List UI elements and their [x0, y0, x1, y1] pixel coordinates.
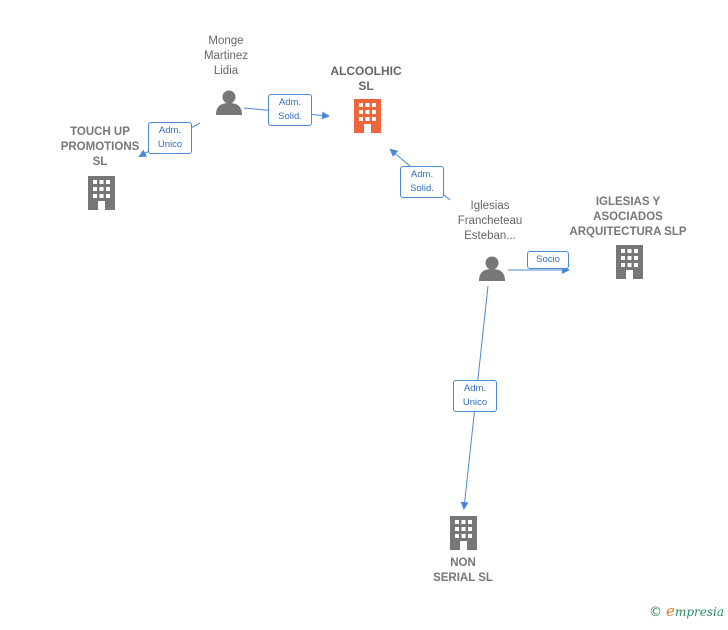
building-icon — [354, 99, 381, 133]
building-icon — [88, 176, 115, 210]
edge-label-iglesias-nonserial: Adm. Unico — [453, 380, 497, 412]
node-label-iglesias[interactable]: Iglesias Francheteau Esteban... — [457, 200, 523, 242]
person-icon — [216, 90, 242, 115]
empresia-logo[interactable]: ©empresia — [649, 602, 724, 620]
edge-label-iglesias-alcoolhic: Adm. Solid. — [400, 166, 444, 198]
copyright-icon: © — [649, 605, 663, 620]
building-icon — [616, 245, 643, 279]
edge-label-monge-alcoolhic: Adm. Solid. — [268, 94, 312, 126]
node-label-monge[interactable]: Monge Martinez Lidia — [203, 35, 249, 77]
node-label-alcoolhic[interactable]: ALCOOLHIC SL — [330, 64, 402, 93]
brand-initial: e — [666, 602, 675, 620]
node-label-nonserial[interactable]: NON SERIAL SL — [433, 557, 493, 584]
node-label-touchup[interactable]: TOUCH UP PROMOTIONS SL — [60, 126, 140, 168]
edge-label-monge-touchup: Adm. Unico — [148, 122, 192, 154]
building-icon — [450, 516, 477, 550]
brand-name: mpresia — [674, 605, 724, 619]
edge-label-iglesias-asociados: Socio — [527, 251, 569, 269]
node-label-asociados[interactable]: IGLESIAS Y ASOCIADOS ARQUITECTURA SLP — [569, 196, 687, 238]
person-icon — [479, 256, 505, 281]
